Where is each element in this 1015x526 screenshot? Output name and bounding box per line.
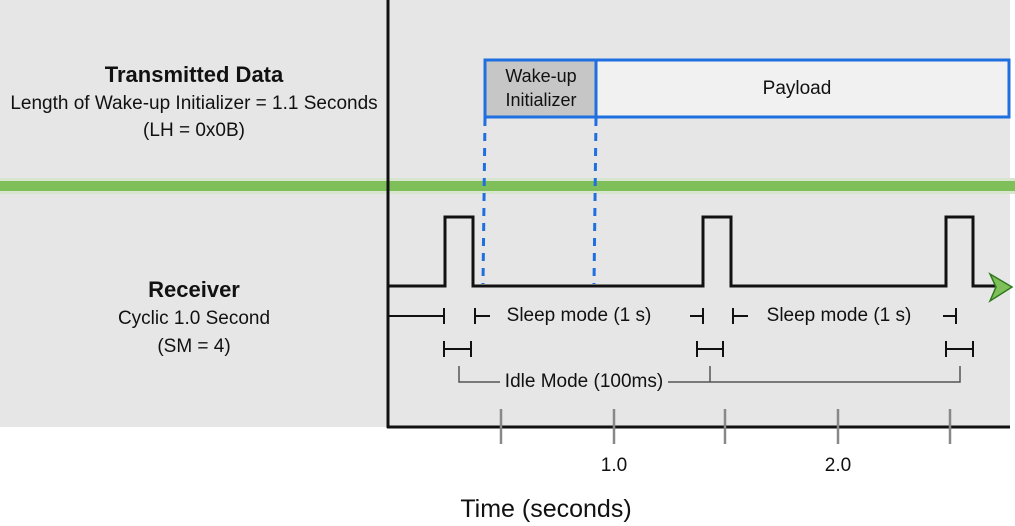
receiver-title: Receiver — [148, 277, 240, 302]
sleep-interval-markers — [388, 308, 957, 324]
wakeup-label-line1: Wake-up — [505, 66, 576, 86]
transmitted-title: Transmitted Data — [105, 62, 284, 87]
idle-interval-markers — [443, 341, 974, 357]
wakeup-initializer-box — [483, 58, 598, 119]
idle-mode-bracket — [458, 366, 961, 383]
idle-mode-label: Idle Mode (100ms) — [505, 371, 663, 392]
sleep-mode-label-2: Sleep mode (1 s) — [767, 305, 912, 326]
axis-ticks — [499, 409, 952, 444]
wakeup-label-line2: Initializer — [505, 90, 576, 110]
transmitted-length-label: Length of Wake-up Initializer = 1.1 Seco… — [10, 93, 377, 114]
waveform-arrowhead-icon — [988, 272, 1014, 303]
receiver-waveform — [388, 215, 995, 288]
tick-label-2: 2.0 — [825, 455, 851, 476]
tick-label-1: 1.0 — [601, 455, 627, 476]
axis-title: Time (seconds) — [460, 495, 631, 523]
transmitted-lh-label: (LH = 0x0B) — [143, 120, 245, 141]
separator-line — [0, 181, 1015, 191]
payload-box — [594, 58, 1011, 119]
receiver-panel — [0, 190, 1010, 427]
receiver-sm-label: (SM = 4) — [157, 336, 230, 357]
wakeup-end-dashed-line — [592, 117, 598, 285]
payload-label: Payload — [763, 78, 832, 99]
receiver-cycle-label: Cyclic 1.0 Second — [118, 308, 270, 329]
wakeup-start-dashed-line — [481, 117, 487, 285]
sleep-mode-label-1: Sleep mode (1 s) — [507, 305, 652, 326]
